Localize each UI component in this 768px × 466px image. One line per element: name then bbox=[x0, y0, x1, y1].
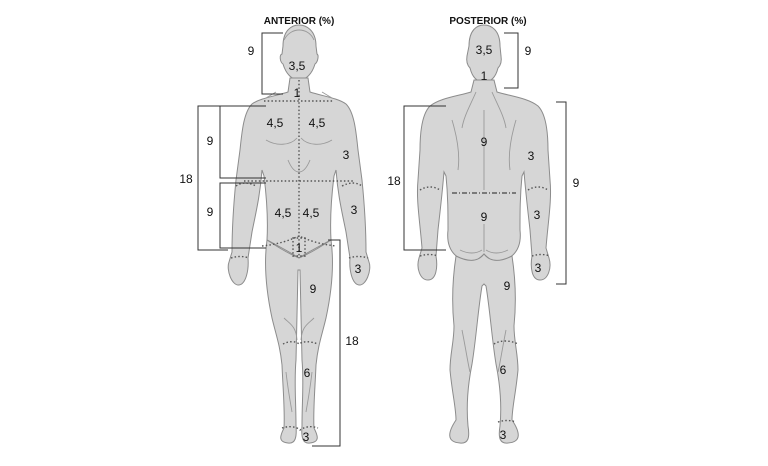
anterior-leg-label: 6 bbox=[304, 366, 311, 380]
anterior-abdomen-left-label: 4,5 bbox=[275, 206, 292, 220]
posterior-head-bracket-label: 9 bbox=[525, 44, 532, 58]
posterior-leg-label: 6 bbox=[500, 363, 507, 377]
anterior-forearm-label: 3 bbox=[351, 203, 358, 217]
anterior-lower-limb-bracket bbox=[312, 239, 341, 447]
posterior-neck-label: 1 bbox=[481, 69, 488, 83]
anterior-head bbox=[279, 24, 319, 81]
anterior-lower-trunk-bracket-label: 9 bbox=[207, 205, 214, 219]
posterior-figure bbox=[416, 24, 552, 444]
anterior-upper-arm-label: 3 bbox=[343, 148, 350, 162]
anterior-lower-trunk-bracket bbox=[219, 182, 266, 249]
anterior-lower-limb-bracket-label: 18 bbox=[345, 334, 359, 348]
posterior-hand-label: 3 bbox=[535, 261, 542, 275]
posterior-lower-back-label: 9 bbox=[481, 210, 488, 224]
posterior-foot-label: 3 bbox=[500, 428, 507, 442]
anterior-neck-label: 1 bbox=[294, 86, 301, 100]
posterior-head-bracket bbox=[504, 32, 519, 89]
posterior-trunk-bracket-label: 18 bbox=[387, 174, 401, 188]
anterior-thigh-label: 9 bbox=[310, 282, 317, 296]
posterior-trunk-bracket bbox=[403, 105, 446, 251]
anterior-trunk-bracket bbox=[197, 105, 228, 251]
posterior-head bbox=[466, 24, 502, 83]
anterior-head-bracket-label: 9 bbox=[248, 44, 255, 58]
anterior-hand-label: 3 bbox=[355, 262, 362, 276]
anterior-legs bbox=[265, 239, 333, 444]
anterior-upper-trunk-bracket-label: 9 bbox=[207, 134, 214, 148]
anterior-head-bracket bbox=[261, 32, 283, 95]
posterior-head-label: 3,5 bbox=[476, 43, 493, 57]
posterior-forearm-label: 3 bbox=[534, 208, 541, 222]
anterior-head-label: 3,5 bbox=[289, 59, 306, 73]
anterior-upper-trunk-bracket bbox=[219, 105, 266, 179]
anterior-foot-label: 3 bbox=[303, 430, 310, 444]
posterior-upper-limb-bracket bbox=[556, 101, 567, 285]
anterior-genitalia-label: 1 bbox=[296, 241, 303, 255]
posterior-thigh-label: 9 bbox=[504, 279, 511, 293]
posterior-title: POSTERIOR (%) bbox=[449, 16, 526, 27]
anterior-title: ANTERIOR (%) bbox=[264, 16, 335, 27]
anterior-abdomen-right-label: 4,5 bbox=[303, 206, 320, 220]
anterior-chest-right-label: 4,5 bbox=[309, 116, 326, 130]
anterior-figure bbox=[227, 24, 371, 444]
posterior-upper-back-label: 9 bbox=[481, 135, 488, 149]
posterior-upper-limb-bracket-label: 9 bbox=[573, 176, 580, 190]
anterior-chest-left-label: 4,5 bbox=[267, 116, 284, 130]
posterior-upper-arm-label: 3 bbox=[528, 149, 535, 163]
posterior-legs bbox=[449, 253, 519, 444]
anterior-trunk-bracket-label: 18 bbox=[179, 172, 193, 186]
